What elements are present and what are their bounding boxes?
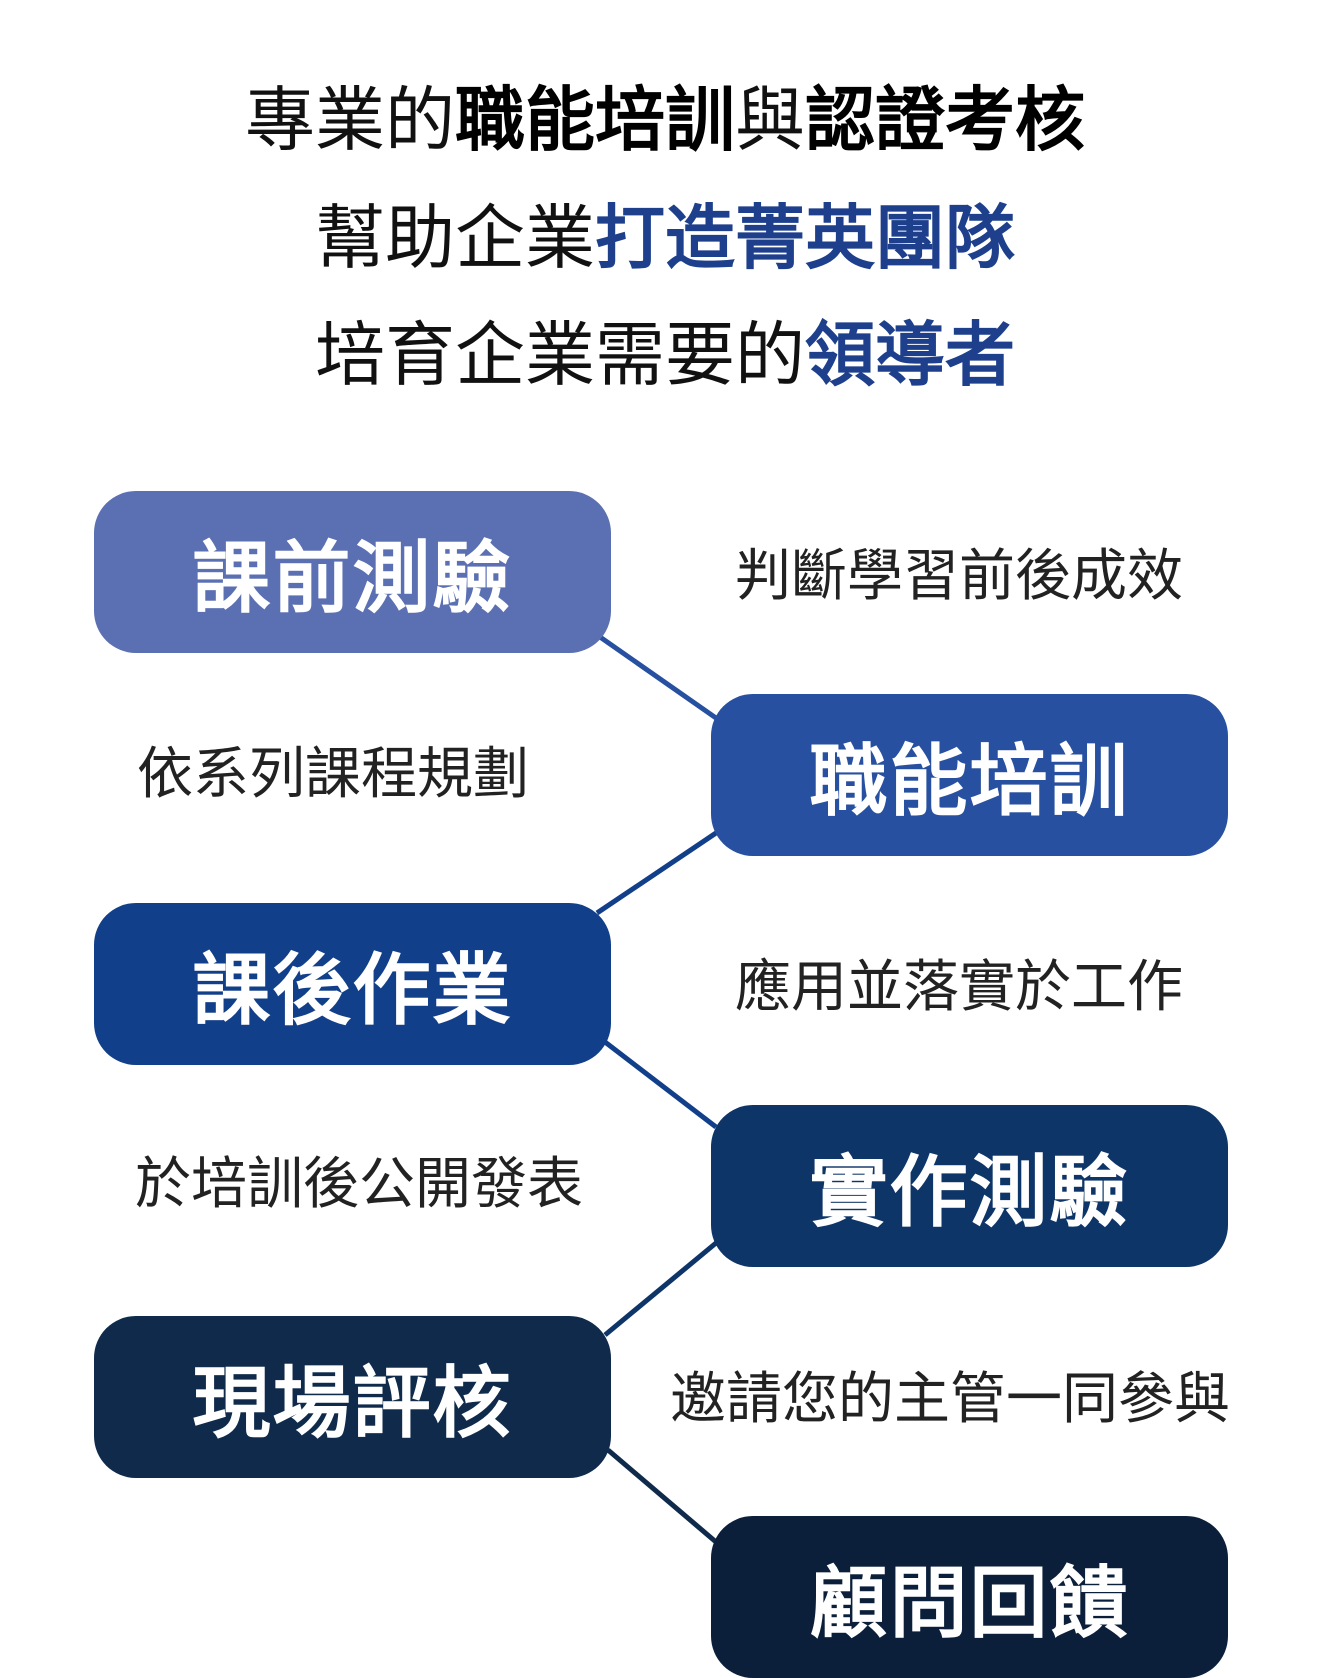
connector-2: [595, 830, 718, 916]
connector-lines: [595, 634, 718, 1544]
headline-text: 與: [735, 79, 805, 161]
headline-emphasis: 職能培訓: [455, 79, 735, 161]
step-desc-training: 依系列課程規劃: [137, 742, 529, 807]
headline-emphasis: 打造菁英團隊: [595, 197, 1015, 279]
headline-line-1: 專業的職能培訓與認證考核: [0, 80, 1330, 160]
step-box-onsite-assessment: 現場評核: [94, 1316, 611, 1478]
headline-text: 培育企業需要的: [315, 314, 805, 396]
step-box-pre-test: 課前測驗: [94, 491, 611, 653]
connector-4: [603, 1241, 718, 1337]
connector-1: [598, 634, 718, 721]
step-desc-practical-test: 於培訓後公開發表: [135, 1152, 583, 1217]
connector-5: [606, 1448, 718, 1544]
headline-text: 專業的: [245, 79, 455, 161]
step-box-training: 職能培訓: [711, 694, 1228, 856]
step-desc-homework: 應用並落實於工作: [735, 955, 1183, 1020]
headline-line-2: 幫助企業打造菁英團隊: [0, 198, 1330, 278]
headline-text: 幫助企業: [315, 197, 595, 279]
headline-emphasis: 領導者: [805, 314, 1015, 396]
connector-3: [603, 1040, 718, 1129]
headline-emphasis: 認證考核: [805, 79, 1085, 161]
step-box-practical-test: 實作測驗: [711, 1105, 1228, 1267]
headline-line-3: 培育企業需要的領導者: [0, 315, 1330, 395]
step-desc-onsite-assessment: 邀請您的主管一同參與: [670, 1367, 1230, 1432]
step-desc-pre-test: 判斷學習前後成效: [735, 544, 1183, 609]
step-box-homework: 課後作業: [94, 903, 611, 1065]
step-box-consultant-feedback: 顧問回饋: [711, 1516, 1228, 1678]
